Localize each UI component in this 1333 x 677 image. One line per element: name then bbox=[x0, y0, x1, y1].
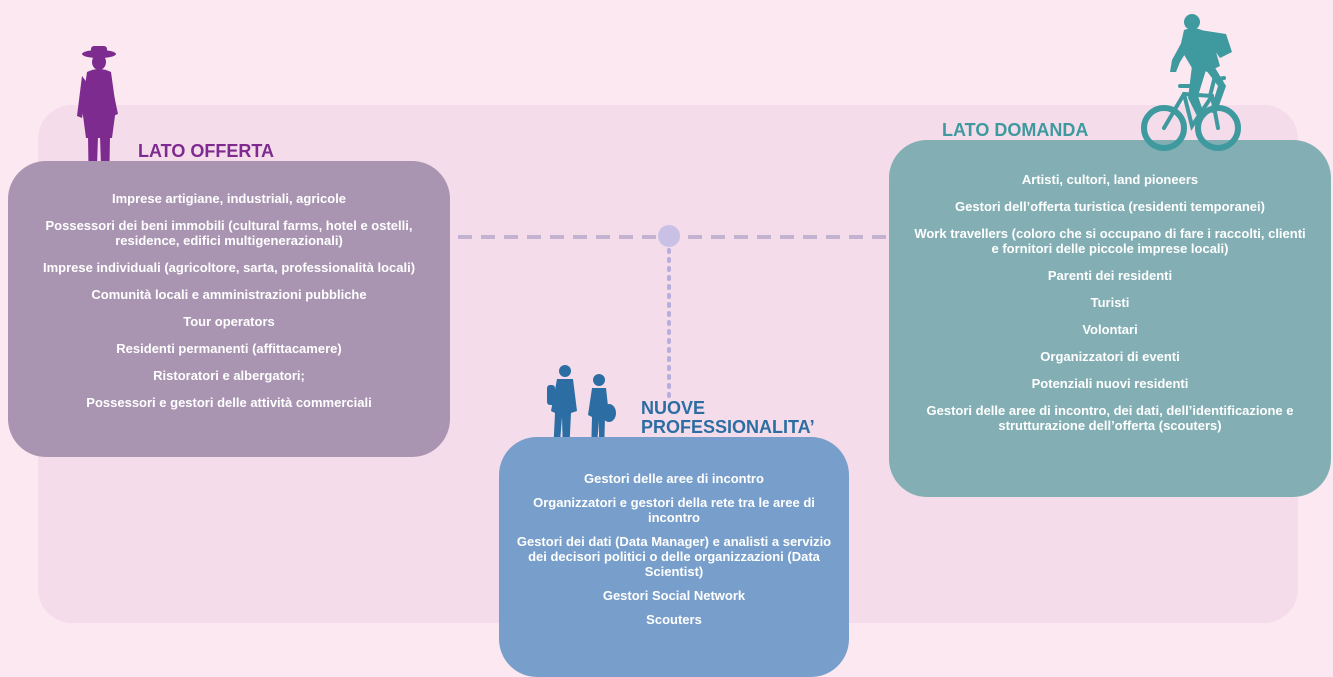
cyclist-icon bbox=[1141, 14, 1241, 151]
list-item: Gestori Social Network bbox=[602, 588, 746, 603]
list-item: Imprese individuali (agricoltore, sarta,… bbox=[42, 260, 416, 275]
list-item: Residenti permanenti (affittacamere) bbox=[116, 341, 342, 356]
list-item: Work travellers (coloro che si occupano … bbox=[914, 226, 1306, 256]
nuove-professionalita-title: NUOVE PROFESSIONALITA’ bbox=[641, 399, 815, 437]
list-item: Gestori delle aree di incontro, dei dati… bbox=[926, 403, 1294, 433]
list-item: Gestori dei dati (Data Manager) e analis… bbox=[516, 534, 832, 579]
list-item: Turisti bbox=[1090, 295, 1130, 310]
list-item: Gestori delle aree di incontro bbox=[584, 471, 764, 486]
lato-offerta-title: LATO OFFERTA bbox=[138, 141, 274, 161]
list-item: Comunità locali e amministrazioni pubbli… bbox=[91, 287, 367, 302]
nuove-title-line2: PROFESSIONALITA’ bbox=[641, 417, 815, 437]
list-item: Organizzatori di eventi bbox=[1040, 349, 1180, 364]
list-item: Parenti dei residenti bbox=[1047, 268, 1173, 283]
nuove-title-line1: NUOVE bbox=[641, 398, 706, 418]
list-item: Imprese artigiane, industriali, agricole bbox=[111, 191, 347, 206]
list-item: Gestori dell’offerta turistica (resident… bbox=[955, 199, 1265, 214]
list-item: Potenziali nuovi residenti bbox=[1031, 376, 1189, 391]
list-item: Organizzatori e gestori della rete tra l… bbox=[533, 495, 815, 525]
nuove-professionalita-box: Gestori delle aree di incontro Organizza… bbox=[499, 437, 849, 677]
two-people-icon bbox=[547, 365, 616, 455]
nuove-professionalita-list: Gestori delle aree di incontro Organizza… bbox=[515, 471, 833, 627]
list-item: Volontari bbox=[1082, 322, 1138, 337]
list-item: Tour operators bbox=[183, 314, 275, 329]
lato-domanda-box: Artisti, cultori, land pioneers Gestori … bbox=[889, 140, 1331, 497]
list-item: Scouters bbox=[646, 612, 702, 627]
list-item: Artisti, cultori, land pioneers bbox=[1021, 172, 1199, 187]
lato-offerta-box: Imprese artigiane, industriali, agricole… bbox=[8, 161, 450, 457]
list-item: Possessori dei beni immobili (cultural f… bbox=[45, 218, 413, 248]
lato-offerta-list: Imprese artigiane, industriali, agricole… bbox=[16, 191, 442, 410]
junction-node bbox=[658, 225, 680, 247]
list-item: Ristoratori e albergatori; bbox=[153, 368, 305, 383]
lato-domanda-title: LATO DOMANDA bbox=[942, 120, 1089, 140]
list-item: Possessori e gestori delle attività comm… bbox=[86, 395, 372, 410]
lato-domanda-list: Artisti, cultori, land pioneers Gestori … bbox=[909, 172, 1311, 433]
